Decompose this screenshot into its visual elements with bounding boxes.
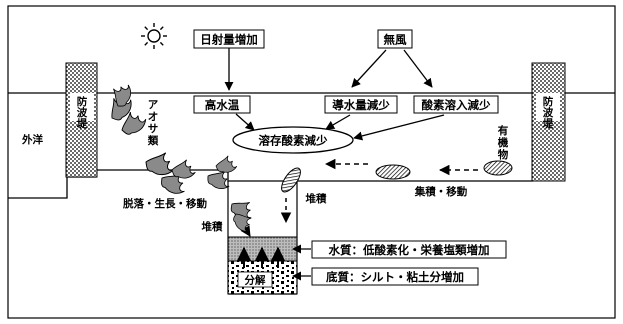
accumulation-bg [408,183,474,199]
detach-growth-bg [110,195,220,211]
sun-icon [141,23,167,49]
arrow-oxygen-to-do [353,114,445,141]
accumulation-label: 集積・移動 [414,185,468,198]
sea-lettuce-label: アオサ類 [147,99,159,147]
seaweed-icon [121,111,147,135]
conduction-label: 導水量減少 [332,98,390,112]
no-wind-box [377,29,413,49]
dissolved-oxygen-ellipse [232,126,354,154]
solar-radiation-label: 日射量増加 [200,33,258,47]
water-quality-label: 水質：低酸素化・栄養塩類増加 [329,243,490,257]
deposition-1-label: 堆積 [306,192,327,205]
seaweed-icon [113,84,132,107]
high-temp-box [193,95,251,114]
high-temp-label: 高水温 [205,98,240,112]
deposition-2-label: 堆積 [202,220,223,233]
deposition-2-bg [194,218,230,234]
seaweed-icon [215,155,238,173]
oxygen-dissolution-label: 酸素溶入減少 [422,98,491,112]
detach-growth-label: 脱落・生長・移動 [123,197,207,210]
seaweed-icon [233,213,252,232]
breakwater-right-label-bg [536,93,560,121]
frame-border [7,5,616,319]
organic-matter-bg [491,122,515,162]
no-wind-label: 無風 [384,33,407,47]
dissolved-oxygen-label: 溶存酸素減少 [259,134,328,148]
arrow-wind-to-oxygen [403,49,433,88]
seaweed-icon [171,159,196,179]
arrow-conduction-to-do [325,114,351,130]
water-quality-box [311,240,507,259]
organic-particle-icon [375,164,411,180]
organic-particle-icon [483,160,513,176]
sediment-quality-box [311,267,479,286]
decomposition-label: 分解 [245,274,266,287]
organic-particle-icon [281,167,301,193]
arrow-wind-to-conduction [351,49,387,88]
sea-lettuce-label-bg [142,96,164,150]
seaweed-group [111,84,252,232]
deposition-1-bg [298,190,334,206]
breakwater-right-label: 防波堤 [543,95,554,130]
arrow-temp-to-do [235,113,255,131]
breakwater-right [531,62,566,182]
sediment-quality-label: 底質：シルト・粘土分増加 [326,270,464,284]
conduction-box [324,95,398,114]
breakwater-left-label-bg [70,93,94,121]
oxygen-dissolution-box [413,95,499,114]
seaweed-icon [145,152,174,176]
organic-matter-label: 有機物 [498,124,509,161]
decomposition-box [237,271,273,288]
open-sea-label: 外洋 [21,133,43,146]
breakwater-left-label: 防波堤 [77,95,88,130]
